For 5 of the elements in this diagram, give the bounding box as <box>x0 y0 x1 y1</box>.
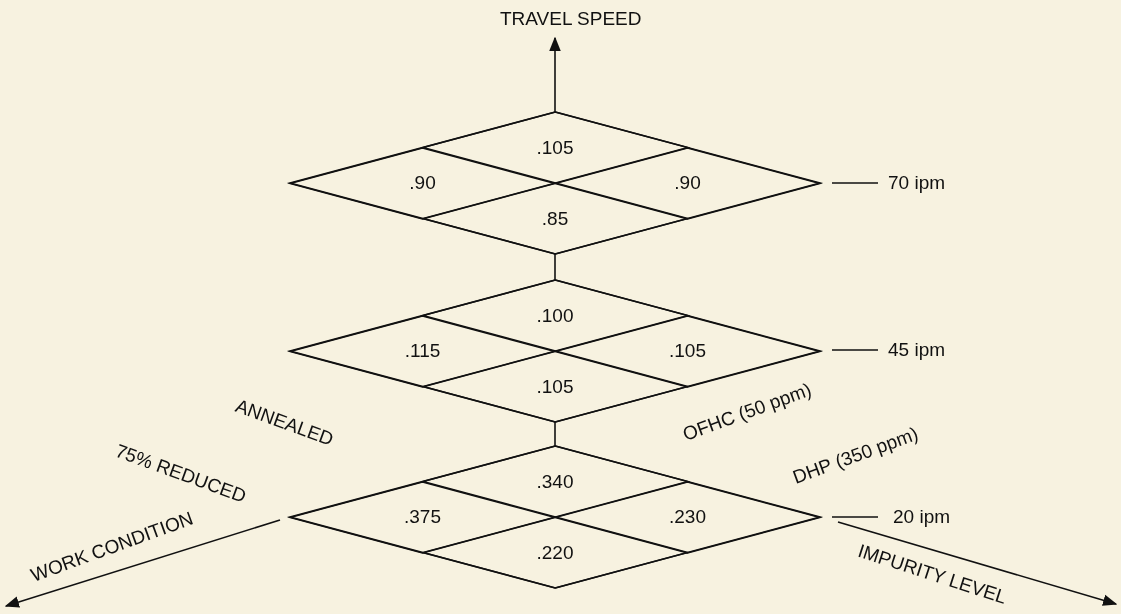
diamond-chart <box>290 112 820 254</box>
speed-label: 70 ipm <box>888 172 946 194</box>
speed-label: 20 ipm <box>893 506 951 528</box>
speed-label: 45 ipm <box>888 339 946 361</box>
axis-label: TRAVEL SPEED <box>500 8 642 30</box>
